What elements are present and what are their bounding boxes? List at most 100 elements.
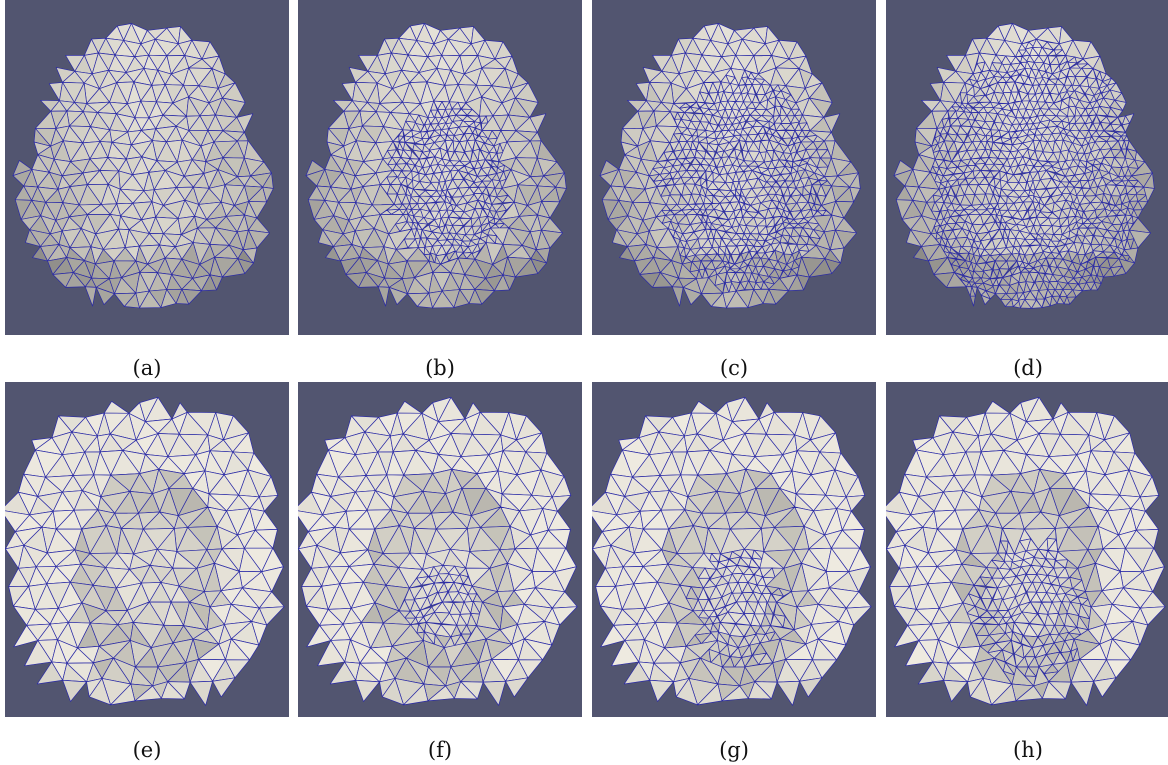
mesh-triangle (747, 72, 756, 81)
mesh-triangle (470, 601, 481, 615)
mesh-triangle (1085, 281, 1096, 291)
mesh-triangle (1084, 86, 1096, 97)
mesh-triangle (974, 277, 984, 284)
mesh-triangle (414, 165, 423, 173)
mesh-triangle (472, 148, 480, 161)
mesh-triangle (721, 225, 733, 232)
mesh-triangle (768, 207, 778, 218)
mesh-triangle (802, 186, 811, 196)
mesh-triangle (471, 243, 481, 254)
mesh-triangle (992, 269, 1000, 278)
mesh-triangle (994, 122, 1004, 132)
mesh-triangle (396, 400, 423, 414)
mesh-triangle (717, 246, 726, 255)
mesh-triangle (708, 82, 719, 94)
mesh-triangle (809, 229, 821, 239)
mesh-triangle (947, 194, 956, 204)
mesh-triangle (1075, 130, 1086, 139)
mesh-triangle (452, 179, 465, 189)
mesh-triangle (993, 103, 1003, 109)
mesh-triangle (1010, 70, 1020, 77)
mesh-triangle (691, 193, 701, 205)
mesh-triangle (1018, 253, 1026, 263)
mesh-triangle (934, 134, 941, 145)
mesh-triangle (1074, 122, 1086, 132)
mesh-triangle (932, 194, 943, 204)
mesh-triangle (489, 151, 497, 161)
mesh-panel-f (298, 382, 582, 717)
mesh-triangle (745, 217, 758, 227)
mesh-triangle (1076, 152, 1085, 162)
mesh-triangle (62, 679, 87, 702)
mesh-triangle (1033, 165, 1044, 173)
mesh-triangle (502, 274, 516, 291)
mesh-triangle (796, 149, 807, 160)
mesh-triangle (957, 150, 968, 161)
mesh-triangle (700, 158, 710, 166)
mesh-triangle (420, 208, 430, 219)
mesh-triangle (453, 238, 463, 247)
mesh-triangle (705, 260, 716, 271)
mesh-triangle (1052, 140, 1062, 153)
mesh-triangle (1127, 179, 1139, 187)
mesh-triangle (724, 202, 735, 212)
mesh-triangle (673, 230, 681, 241)
mesh-triangle (757, 166, 769, 174)
mesh-triangle (1127, 159, 1139, 169)
mesh-triangle (940, 180, 948, 188)
mesh-triangle (474, 160, 482, 170)
mesh-triangle (1031, 171, 1041, 182)
mesh-triangle (991, 237, 1004, 250)
mesh-triangle (697, 599, 709, 612)
mesh-triangle (730, 245, 741, 256)
mesh-triangle (753, 574, 763, 586)
mesh-triangle (1121, 230, 1128, 242)
mesh-triangle (1093, 266, 1100, 277)
mesh-triangle (790, 115, 800, 124)
mesh-triangle (1083, 143, 1093, 155)
mesh-triangle (791, 136, 799, 144)
mesh-triangle (1111, 215, 1122, 225)
mesh-triangle (134, 685, 162, 702)
mesh-triangle (972, 214, 984, 226)
mesh-triangle (1092, 159, 1102, 166)
mesh-triangle (746, 177, 759, 190)
mesh-triangle (1084, 115, 1093, 125)
mesh-triangle (993, 177, 1001, 188)
mesh-panel-e (5, 382, 289, 717)
mesh-triangle (518, 659, 543, 679)
mesh-triangle (721, 231, 733, 240)
mesh-triangle (1076, 217, 1083, 225)
mesh-triangle (773, 614, 786, 628)
mesh-triangle (1067, 261, 1078, 273)
mesh-triangle (960, 92, 968, 105)
mesh-triangle (1109, 89, 1123, 101)
mesh-triangle (764, 90, 774, 101)
mesh-triangle (1025, 271, 1035, 283)
mesh-triangle (784, 180, 794, 188)
mesh-triangle (413, 228, 421, 240)
mesh-triangle (739, 165, 749, 172)
mesh-triangle (480, 142, 491, 154)
mesh-triangle (1034, 140, 1044, 152)
mesh-triangle (1000, 137, 1011, 144)
mesh-triangle (453, 160, 465, 167)
mesh-triangle (762, 288, 777, 305)
mesh-triangle (1039, 101, 1050, 110)
mesh-triangle (1034, 202, 1041, 212)
mesh-triangle (1041, 238, 1051, 247)
mesh-triangle (453, 126, 465, 136)
mesh-triangle (437, 582, 449, 594)
mesh-triangle (404, 238, 416, 249)
mesh-triangle (318, 229, 334, 247)
mesh-triangle (766, 128, 773, 136)
mesh-triangle (941, 117, 950, 128)
mesh-triangle (1111, 131, 1123, 137)
mesh-triangle (712, 181, 726, 190)
mesh-triangle (383, 126, 404, 142)
mesh-triangle (681, 158, 691, 165)
mesh-triangle (377, 286, 390, 307)
mesh-triangle (1035, 77, 1044, 86)
mesh-triangle (993, 91, 1004, 104)
mesh-triangle (1091, 217, 1104, 225)
